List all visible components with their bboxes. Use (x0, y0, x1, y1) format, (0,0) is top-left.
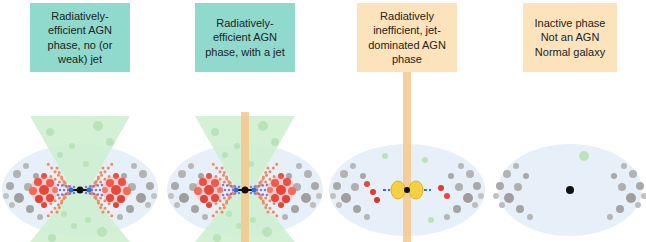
phase-label: Inactive phase Not an AGN Normal galaxy (529, 16, 611, 59)
phase-header-box: Radiatively inefficient, jet-dominated A… (357, 3, 457, 72)
phase-label: Radiatively inefficient, jet-dominated A… (363, 9, 451, 66)
phase-header-box: Inactive phase Not an AGN Normal galaxy (523, 3, 617, 72)
phase-label: Radiatively-efficient AGN phase, with a … (201, 16, 289, 59)
phase-header-box: Radiatively-efficient AGN phase, no (or … (30, 3, 130, 72)
phase-label: Radiatively-efficient AGN phase, no (or … (36, 9, 124, 66)
phase-header-box: Radiatively-efficient AGN phase, with a … (195, 3, 295, 72)
